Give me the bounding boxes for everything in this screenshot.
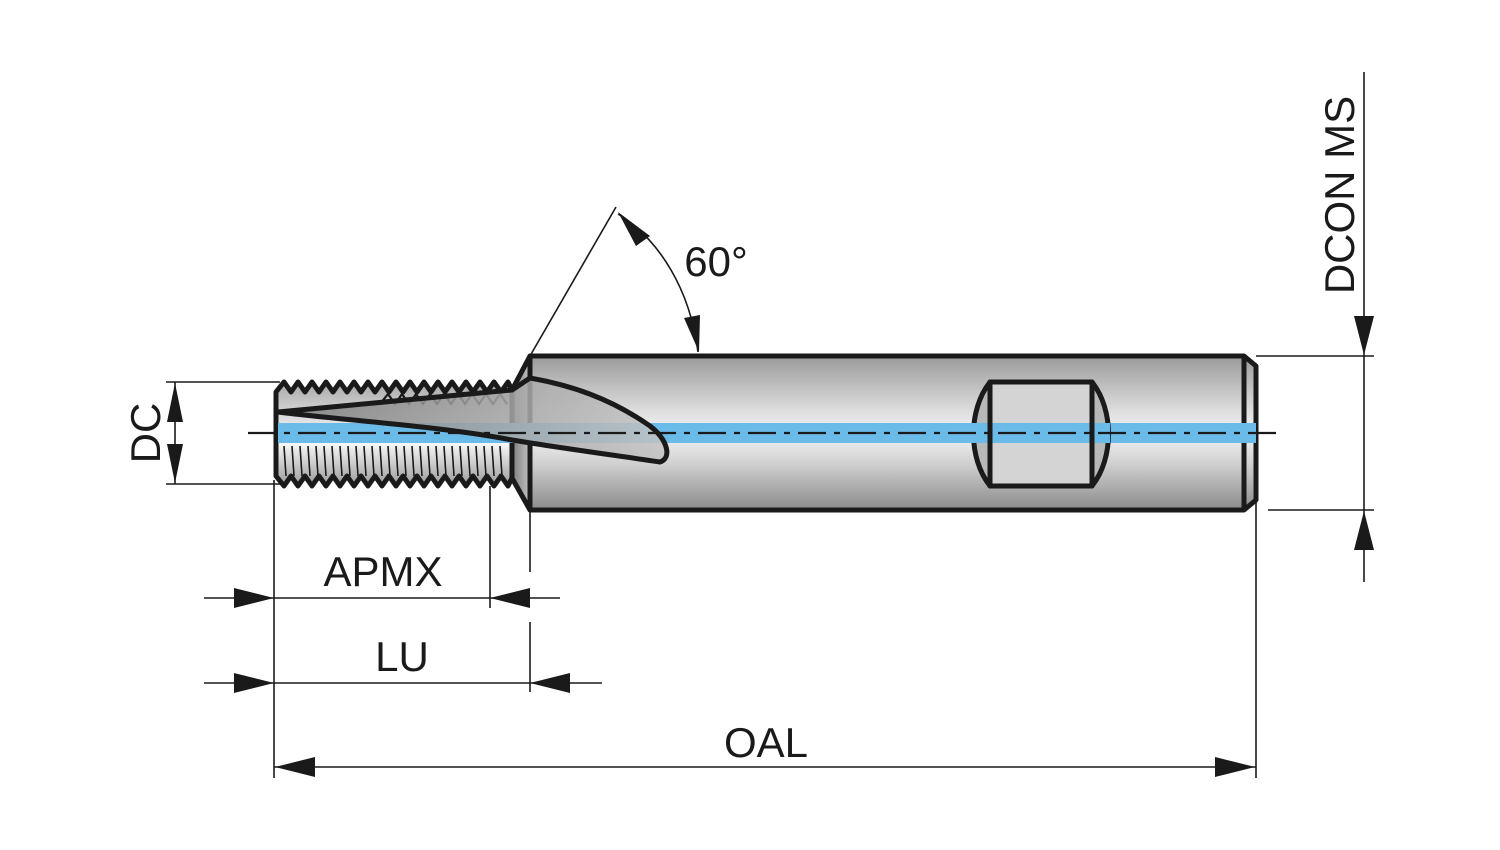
apmx-label: APMX xyxy=(323,548,442,595)
dim-dcon-ms: DCON MS xyxy=(1256,72,1374,582)
dim-oal: OAL xyxy=(274,719,1256,777)
tool-body xyxy=(248,353,1282,513)
oal-label: OAL xyxy=(724,719,808,766)
dim-apmx: APMX xyxy=(204,548,560,608)
dc-label: DC xyxy=(122,403,169,464)
lu-label: LU xyxy=(375,633,429,680)
dim-lu: LU xyxy=(204,633,602,693)
dcon-ms-label: DCON MS xyxy=(1316,96,1363,294)
flute xyxy=(275,375,670,465)
dim-dc: DC xyxy=(122,381,280,485)
thread-flank-lines xyxy=(283,445,503,477)
angle-label: 60° xyxy=(684,238,748,285)
dim-angle: 60° xyxy=(529,206,748,357)
